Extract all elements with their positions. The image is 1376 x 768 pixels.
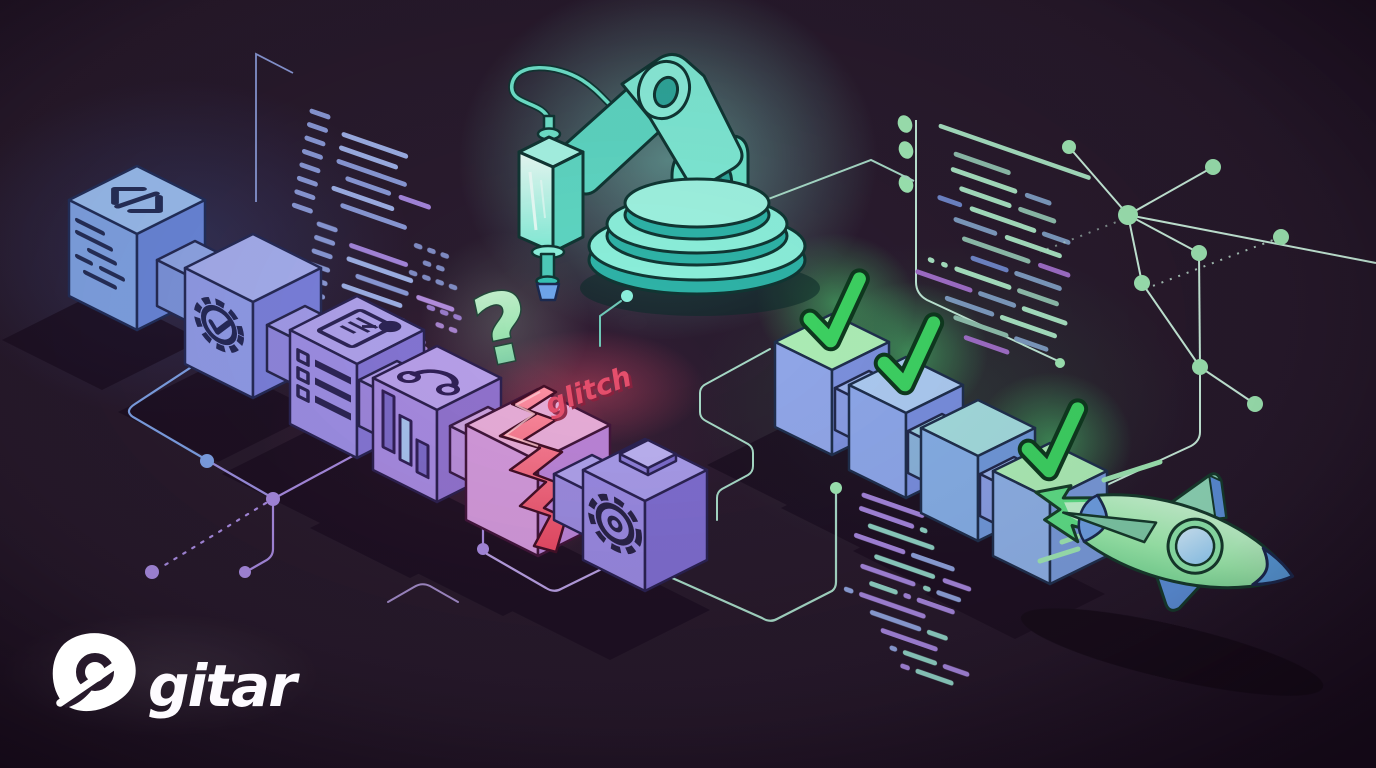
brand-wordmark: gitar [148, 652, 300, 720]
gitar-logo: gitar [52, 633, 302, 720]
guitar-pick-g-icon [52, 633, 136, 712]
